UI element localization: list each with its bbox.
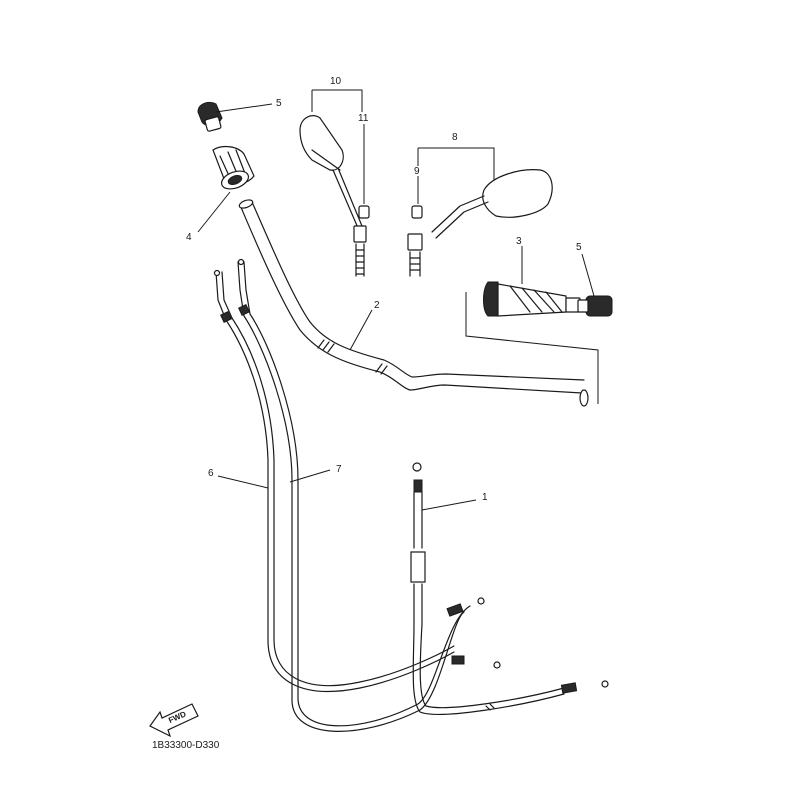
callout-2: 2 xyxy=(374,300,380,311)
fwd-arrow-icon: FWD xyxy=(149,703,199,738)
left-grip-end[interactable] xyxy=(197,101,223,132)
callout-10: 10 xyxy=(330,76,342,87)
callout-5-right: 5 xyxy=(576,242,582,253)
grip-assembly-bracket xyxy=(465,292,599,404)
callout-8: 8 xyxy=(452,132,458,143)
throttle-cable-6[interactable] xyxy=(213,269,501,692)
callout-11: 11 xyxy=(358,113,369,124)
left-mirror[interactable] xyxy=(299,115,367,277)
right-mirror-nut[interactable] xyxy=(411,205,423,219)
handlebar[interactable] xyxy=(238,198,589,407)
callout-6: 6 xyxy=(208,468,214,479)
callout-4: 4 xyxy=(186,232,192,243)
callout-7: 7 xyxy=(336,464,342,475)
callout-5-left: 5 xyxy=(276,98,282,109)
left-grip[interactable] xyxy=(212,145,255,193)
right-grip-end[interactable] xyxy=(577,295,613,317)
drawing-code: 1B33300-D330 xyxy=(152,740,220,751)
callout-3: 3 xyxy=(516,236,522,247)
callout-9: 9 xyxy=(414,166,420,177)
clutch-cable[interactable] xyxy=(410,462,609,715)
throttle-cable-7[interactable] xyxy=(237,258,485,732)
callout-1: 1 xyxy=(482,492,488,503)
throttle-grip[interactable] xyxy=(483,281,581,317)
right-mirror[interactable] xyxy=(407,169,553,277)
leader-lines xyxy=(197,89,595,511)
callout-labels: 1 2 3 4 5 5 6 7 8 9 10 11 xyxy=(186,76,582,503)
left-mirror-nut[interactable] xyxy=(358,205,370,219)
